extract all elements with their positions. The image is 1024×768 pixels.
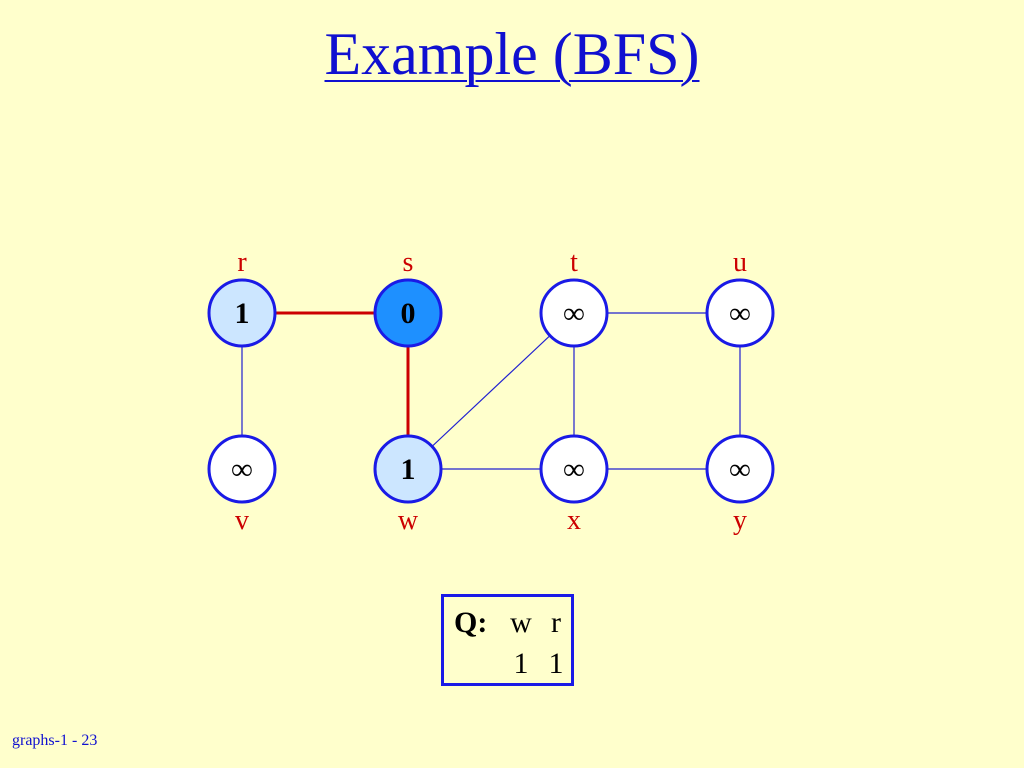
vertex-distance-s: 0 xyxy=(401,297,416,330)
vertex-w: 1w xyxy=(373,434,443,536)
queue-box: Q: w r 1 1 xyxy=(441,594,574,686)
vertex-label-r: r xyxy=(237,247,247,278)
vertex-circle-w xyxy=(373,434,443,504)
vertex-label-t: t xyxy=(570,247,578,278)
vertex-t: ∞t xyxy=(539,247,609,348)
vertex-label-y: y xyxy=(733,505,747,536)
vertex-circle-t xyxy=(539,278,609,348)
queue-vertex-1: w xyxy=(510,606,532,639)
vertex-r: 1r xyxy=(207,247,277,348)
vertex-distance-v: ∞ xyxy=(231,453,252,486)
edge-w-t xyxy=(407,312,575,470)
vertex-label-v: v xyxy=(235,505,249,536)
vertex-distance-u: ∞ xyxy=(729,297,750,330)
queue-distance-1: 1 xyxy=(513,647,529,680)
vertex-distance-y: ∞ xyxy=(729,453,750,486)
vertex-distance-t: ∞ xyxy=(563,297,584,330)
slide-footer: graphs-1 - 23 xyxy=(12,732,98,749)
graph-edges xyxy=(241,311,741,470)
vertex-distance-r: 1 xyxy=(235,297,250,330)
vertex-circle-v xyxy=(207,434,277,504)
queue-vertex-2: r xyxy=(551,606,561,639)
queue-label: Q: xyxy=(454,606,488,639)
vertex-x: ∞x xyxy=(539,434,609,536)
vertex-circle-y xyxy=(705,434,775,504)
vertex-label-u: u xyxy=(733,247,747,278)
queue-distance-2: 1 xyxy=(548,647,564,680)
slide-title: Example (BFS) xyxy=(324,21,700,87)
vertex-circle-s xyxy=(373,278,443,348)
vertex-u: ∞u xyxy=(705,247,775,348)
vertex-label-s: s xyxy=(403,247,414,278)
vertex-circle-u xyxy=(705,278,775,348)
vertex-label-w: w xyxy=(398,505,419,536)
vertex-s: 0s xyxy=(373,247,443,348)
vertex-circle-x xyxy=(539,434,609,504)
vertex-v: ∞v xyxy=(207,434,277,536)
vertex-distance-x: ∞ xyxy=(563,453,584,486)
vertex-circle-r xyxy=(207,278,277,348)
vertex-label-x: x xyxy=(567,505,581,536)
vertex-distance-w: 1 xyxy=(401,453,416,486)
vertex-y: ∞y xyxy=(705,434,775,536)
